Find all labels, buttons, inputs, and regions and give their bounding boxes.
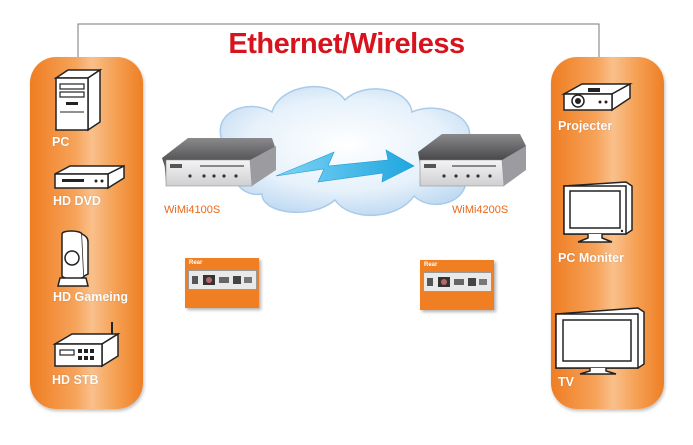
display-label-pc-monitor: PC Moniter <box>558 251 624 265</box>
rear-connector-plate <box>423 272 492 292</box>
transmitter-model-label: WiMi4100S <box>164 204 221 216</box>
source-label-hd-dvd: HD DVD <box>53 194 101 208</box>
receiver-rear-panel: Rear <box>420 260 494 310</box>
rear-label: Rear <box>189 260 203 266</box>
rear-connector-plate <box>188 270 257 290</box>
source-label-hd-gaming: HD Gameing <box>53 290 129 304</box>
game-console-icon <box>57 230 89 287</box>
receiver-model-label: WiMi4200S <box>452 204 509 216</box>
diagram-title: Ethernet/Wireless <box>228 28 465 60</box>
source-label-hd-stb: HD STB <box>52 373 99 387</box>
transmitter-rear-panel: Rear <box>185 258 259 308</box>
monitor-icon <box>563 181 633 243</box>
display-label-tv: TV <box>558 375 574 389</box>
rear-label: Rear <box>424 262 438 268</box>
receiver-device-icon <box>418 134 526 187</box>
source-label-pc: PC <box>52 135 70 149</box>
pc-tower-icon <box>53 68 103 132</box>
wireless-link-arrow <box>275 149 415 183</box>
rear-connectors-icon <box>192 275 252 285</box>
display-label-projector: Projecter <box>558 119 613 133</box>
dvd-player-icon <box>54 164 125 190</box>
tv-icon <box>555 307 645 375</box>
rear-connectors-icon <box>427 277 487 287</box>
projector-icon <box>561 82 633 112</box>
network-connector-line <box>77 23 600 62</box>
set-top-box-icon <box>52 322 121 368</box>
transmitter-device-icon <box>162 138 276 187</box>
